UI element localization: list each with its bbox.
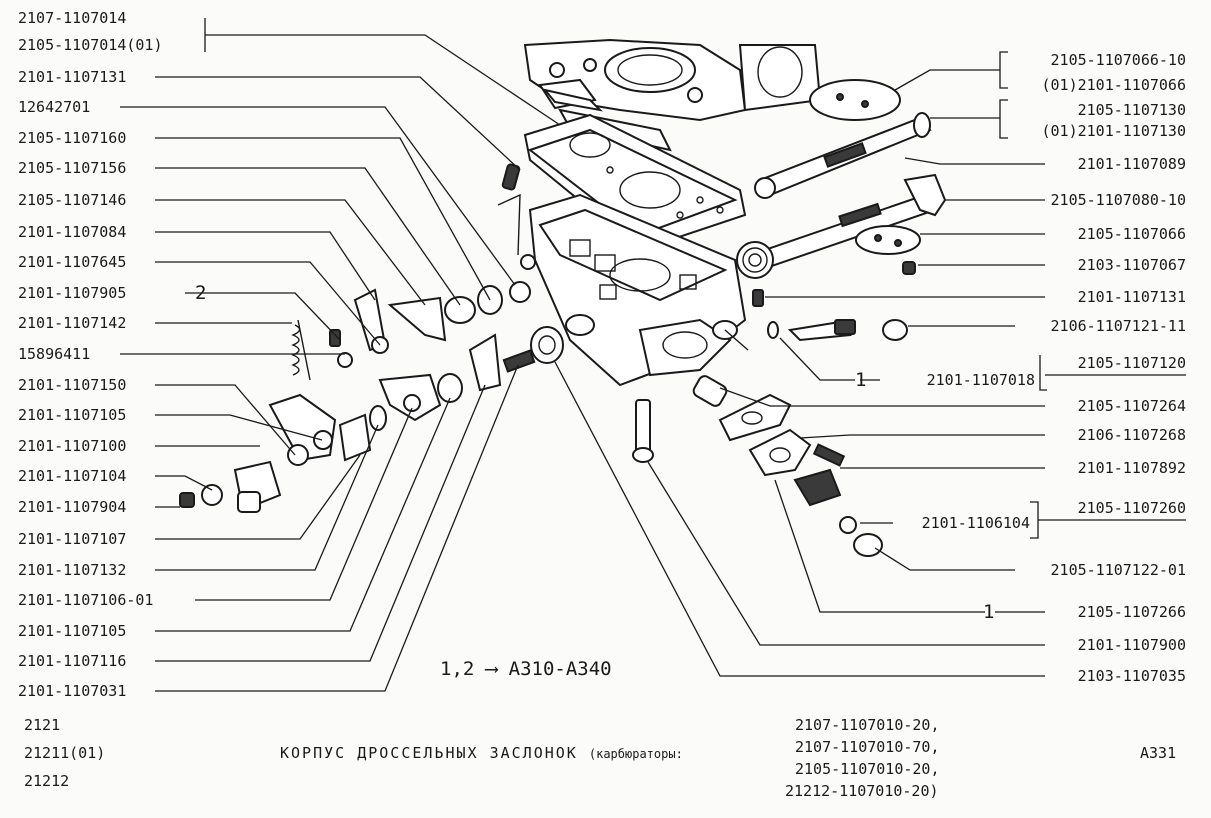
part-label: 2105-1107066 [1078,225,1186,243]
part-label: 2101-1107105 [18,622,126,640]
model-2121: 2121 [24,716,61,734]
page-title: КОРПУС ДРОССЕЛЬНЫХ ЗАСЛОНОК (карбюраторы… [280,744,683,762]
left-labels: 2107-1107014 2105-1107014(01) 2101-11071… [18,9,206,700]
carburetor-model-4: 21212-1107010-20) [785,782,939,800]
part-label: 2107-1107014 [18,9,126,27]
title-main: КОРПУС ДРОССЕЛЬНЫХ ЗАСЛОНОК [280,744,578,762]
part-label: 2101-1107645 [18,253,126,271]
part-label: 2101-1107131 [18,68,126,86]
part-label: 2101-1107131 [1078,288,1186,306]
reference-note: 1,2 ⟶ А310-А340 [440,658,612,680]
marker-label: 1 [855,369,866,391]
part-label: 2101-1107089 [1078,155,1186,173]
leader-lines [120,18,1048,692]
marker-label: 1 [983,601,994,623]
marker-label: 2 [195,282,206,304]
part-label: 2101-1107107 [18,530,126,548]
part-label: 2106-1107268 [1078,426,1186,444]
part-label: 2103-1107067 [1078,256,1186,274]
part-label: 2101-1107018 [927,371,1035,389]
part-label: 2101-1107905 [18,284,126,302]
part-label: 2105-1107066-10 [1051,51,1186,69]
part-label: 2101-1107142 [18,314,126,332]
part-label: 2101-1107084 [18,223,126,241]
part-label: 2101-1107150 [18,376,126,394]
part-label: 15896411 [18,345,90,363]
throttle-body [528,193,749,387]
part-label: 2101-1107132 [18,561,126,579]
part-label: 2105-1107080-10 [1051,191,1186,209]
carburetor-model-1: 2107-1107010-20, [795,716,940,734]
throttle-shafts [736,79,947,307]
part-label: 2101-1107892 [1078,459,1186,477]
part-label: 2105-1107260 [1078,499,1186,517]
part-label: 2101-1107031 [18,682,126,700]
part-label: 2105-1107120 [1078,354,1186,372]
part-label: 2101-1107105 [18,406,126,424]
part-label: 2101-1107904 [18,498,126,516]
part-label: 2101-1107100 [18,437,126,455]
part-label: 2105-1107266 [1078,603,1186,621]
title-sub: (карбюраторы: [588,747,683,761]
part-label: 2101-1107900 [1078,636,1186,654]
part-label: 2105-1107014(01) [18,36,163,54]
part-label: 2105-1107130 [1078,101,1186,119]
model-21212: 21212 [24,772,70,790]
parts-drawing [179,38,947,557]
throttle-levers [179,163,564,513]
part-label: 2101-1107106-01 [18,591,153,609]
part-label: 2105-1107160 [18,129,126,147]
part-label: 12642701 [18,98,90,116]
sheet-number: А331 [1140,744,1177,762]
part-label: 2105-1107156 [18,159,126,177]
part-label: 2106-1107121-11 [1051,317,1186,335]
part-label: 2105-1107146 [18,191,126,209]
mixture-screw-group [632,319,908,557]
part-label: 2101-1106104 [922,514,1030,532]
part-label: 2105-1107122-01 [1051,561,1186,579]
part-label: (01)2101-1107130 [1042,122,1187,140]
carburetor-model-2: 2107-1107010-70, [795,738,940,756]
part-label: 2103-1107035 [1078,667,1186,685]
part-label: 2101-1107116 [18,652,126,670]
part-label: 2105-1107264 [1078,397,1186,415]
part-label: (01)2101-1107066 [1042,76,1187,94]
part-label: 2101-1107104 [18,467,126,485]
model-21211: 21211(01) [24,744,106,762]
right-labels: 2105-1107066-10 (01)2101-1107066 2105-11… [855,51,1186,685]
carburetor-model-3: 2105-1107010-20, [795,760,940,778]
